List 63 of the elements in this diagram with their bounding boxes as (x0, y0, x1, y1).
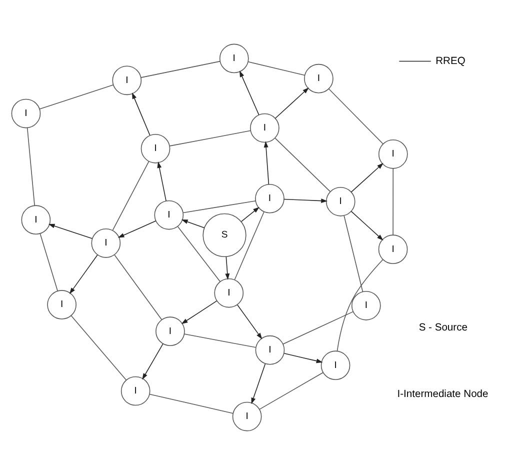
connector (282, 311, 354, 344)
node-circle: I (214, 278, 244, 308)
connector (26, 128, 35, 206)
node-circle: I (304, 64, 334, 94)
arrow (239, 70, 260, 116)
arrow (284, 353, 323, 364)
node-circle: I (255, 184, 284, 214)
arrow (142, 343, 164, 380)
node-circle: I (154, 200, 184, 230)
arrow (225, 256, 230, 280)
arrow (237, 304, 262, 340)
arrow (48, 224, 92, 239)
arrow (181, 220, 205, 228)
connector (112, 161, 150, 231)
arrow (240, 206, 260, 222)
node-circle: I (91, 228, 121, 258)
connector (344, 215, 364, 292)
arrow (264, 141, 270, 185)
node-circle: I (120, 376, 150, 406)
node-circle: I (156, 316, 185, 346)
node-circle: I (320, 350, 350, 380)
node-circle: I (140, 134, 170, 164)
label: S - Source (418, 322, 468, 334)
arrow (181, 300, 218, 324)
connector (114, 254, 162, 320)
node-circle: I (47, 290, 76, 320)
arrow (350, 162, 384, 192)
connector (234, 211, 264, 280)
node-circle: I (21, 205, 51, 235)
arrow (284, 198, 328, 204)
connector (336, 259, 384, 352)
arrow (350, 210, 384, 240)
label: I-Intermediate Node (397, 389, 488, 400)
arrow (69, 254, 98, 294)
node-circle: I (255, 335, 285, 365)
arrow (132, 92, 150, 136)
connector (177, 226, 220, 282)
node-circle: I (112, 66, 142, 96)
connector (328, 88, 384, 144)
connector (274, 138, 330, 192)
connector (140, 60, 220, 78)
arrow (157, 162, 166, 202)
arrow (274, 88, 309, 119)
connector (169, 130, 252, 146)
connector (182, 200, 256, 214)
node-circle: I (326, 186, 356, 216)
connector (40, 233, 58, 292)
connector (392, 168, 394, 236)
node-circle: I (219, 44, 249, 74)
connector (70, 315, 126, 380)
connector (248, 61, 306, 76)
node-circle: I (11, 98, 41, 128)
node-circle: I (250, 113, 280, 143)
connector (149, 394, 234, 414)
node-circle: I (232, 402, 262, 432)
legend-label: RREQ (436, 56, 466, 67)
connector (39, 84, 114, 110)
arrow (118, 220, 156, 238)
connector (184, 334, 256, 348)
node-circle: S (202, 213, 246, 257)
arrow (251, 363, 266, 404)
connector (259, 372, 324, 410)
node-circle: I (351, 290, 381, 320)
